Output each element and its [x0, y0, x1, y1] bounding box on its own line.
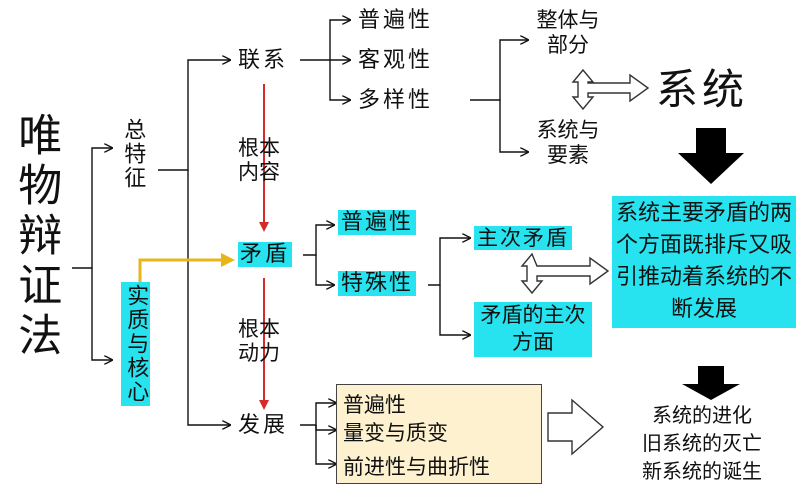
contradiction-prop-particularity: 特殊性: [338, 271, 417, 297]
development-hollow-arrow: [547, 398, 605, 456]
development-prop-universality: 普遍性: [343, 393, 406, 417]
essence-core-label: 实质与核心: [121, 282, 151, 406]
overall-features-label: 总特征: [120, 118, 146, 190]
node-contradiction: 矛盾: [238, 242, 293, 268]
node-connection: 联系: [238, 48, 289, 73]
diagram-title: 唯物辩证法: [10, 112, 62, 362]
contradiction-prop-universality: 普遍性: [338, 210, 417, 236]
system-down-arrow: [678, 128, 744, 184]
connector-lines: [72, 20, 528, 464]
development-properties-box: 普遍性 量变与质变 前进性与曲折性: [336, 384, 542, 484]
contradiction-aspects-label: 矛盾的主次方面: [474, 302, 592, 357]
particularity-double-arrow: [520, 252, 610, 295]
connection-prop-diversity: 多样性: [358, 88, 434, 113]
root-power-label: 根本动力: [238, 317, 280, 366]
system-contradiction-box: 系统主要矛盾的两个方面既排斥又吸引推动着系统的不断发展: [612, 196, 796, 328]
node-development: 发展: [238, 413, 289, 438]
yellow-arrow: [138, 253, 235, 285]
main-secondary-contradiction-label: 主次矛盾: [474, 226, 572, 251]
whole-part-label: 整体与部分: [536, 8, 600, 58]
box-down-arrow: [682, 366, 740, 400]
system-evolution-3: 新系统的诞生: [642, 459, 762, 483]
development-prop-progress-twists: 前进性与曲折性: [343, 455, 490, 479]
system-evolution-2: 旧系统的灭亡: [642, 431, 762, 455]
development-prop-quantitative-qualitative: 量变与质变: [343, 421, 448, 445]
connection-prop-objectivity: 客观性: [358, 48, 434, 73]
system-element-label: 系统与要素: [536, 118, 600, 168]
root-content-label: 根本内容: [238, 136, 280, 185]
system-pair-double-arrow: [571, 68, 650, 111]
system-evolution-1: 系统的进化: [652, 403, 752, 427]
system-label: 系统: [656, 65, 749, 114]
connection-prop-universality: 普遍性: [358, 8, 434, 33]
